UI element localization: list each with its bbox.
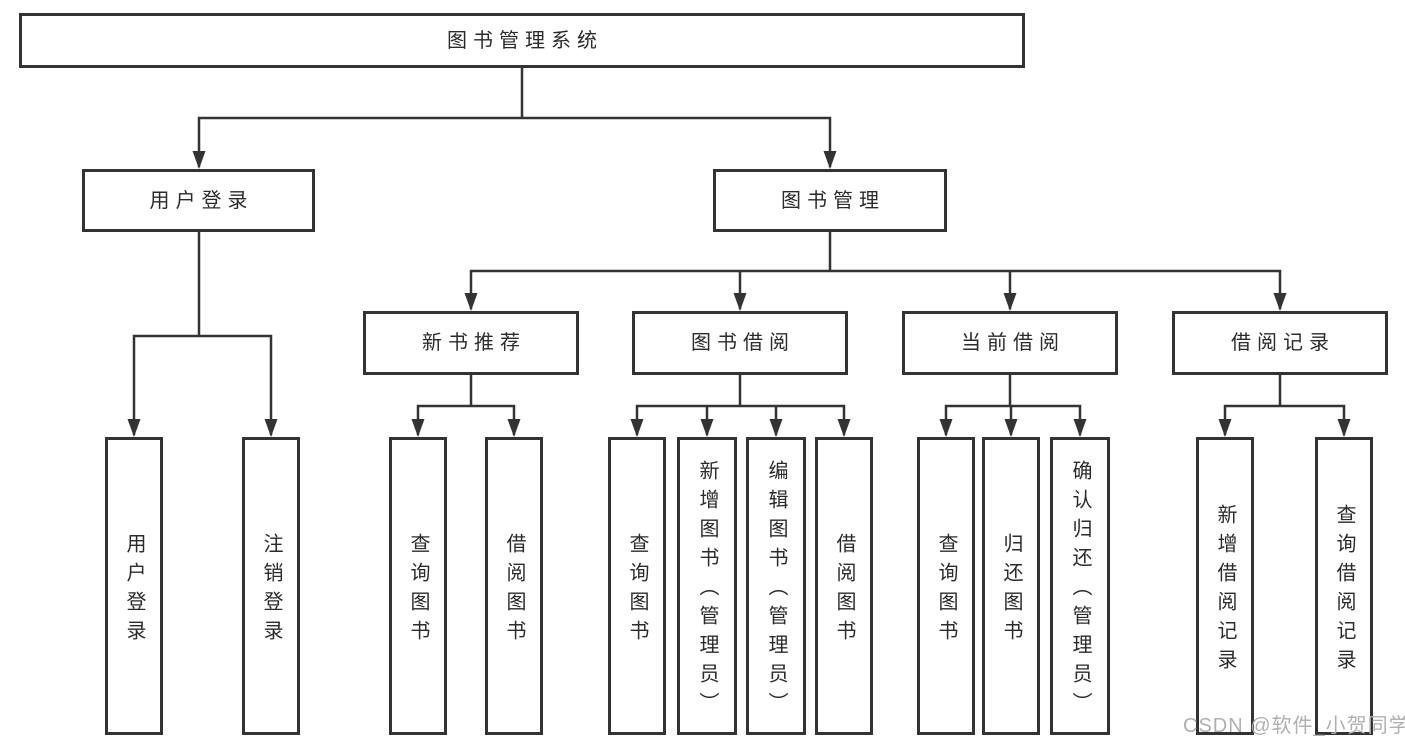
node-borrow-add-book: 新增图书（管理员） [677, 437, 737, 735]
node-borrow-query-book: 查询图书 [608, 437, 666, 735]
node-current-return-book: 归还图书 [982, 437, 1040, 735]
node-book-management: 图书管理 [713, 169, 947, 232]
connectors-new-book-recommend-children [411, 373, 521, 437]
arrow-down-icon [127, 419, 141, 437]
arrow-down-icon [192, 151, 206, 169]
node-records-add-record: 新增借阅记录 [1196, 437, 1254, 735]
node-borrow-records: 借阅记录 [1172, 311, 1388, 375]
arrow-down-icon [464, 293, 478, 311]
arrow-down-icon [630, 419, 644, 437]
connectors-root-to-level2 [192, 66, 837, 169]
node-borrow-borrow-book: 借阅图书 [815, 437, 873, 735]
connectors-borrow-records-children [1218, 373, 1351, 437]
arrow-down-icon [1218, 419, 1232, 437]
node-login: 用户登录 [105, 437, 163, 735]
arrow-down-icon [1003, 293, 1017, 311]
node-recommend-borrow-book: 借阅图书 [485, 437, 543, 735]
connectors-book-borrow-children [630, 373, 851, 437]
node-book-borrow: 图书借阅 [632, 311, 848, 375]
connectors-current-borrow-children [939, 373, 1087, 437]
arrow-down-icon [837, 419, 851, 437]
node-user-login: 用户登录 [82, 169, 315, 232]
arrow-down-icon [769, 419, 783, 437]
arrow-down-icon [823, 151, 837, 169]
arrow-down-icon [507, 419, 521, 437]
arrow-down-icon [1073, 419, 1087, 437]
watermark: CSDN @软件_小贺同学 [1183, 715, 1405, 737]
connectors-user-login-children [127, 230, 278, 437]
arrow-down-icon [1337, 419, 1351, 437]
arrow-down-icon [1273, 293, 1287, 311]
arrow-down-icon [700, 419, 714, 437]
node-recommend-query-book: 查询图书 [389, 437, 447, 735]
node-logout: 注销登录 [242, 437, 300, 735]
node-borrow-edit-book: 编辑图书（管理员） [746, 437, 806, 735]
node-current-query-book: 查询图书 [917, 437, 975, 735]
connectors-book-management-children [464, 230, 1287, 311]
node-system: 图书管理系统 [19, 13, 1025, 68]
arrow-down-icon [733, 293, 747, 311]
arrow-down-icon [1004, 419, 1018, 437]
arrow-down-icon [411, 419, 425, 437]
arrow-down-icon [264, 419, 278, 437]
node-new-book-recommend: 新书推荐 [363, 311, 579, 375]
arrow-down-icon [939, 419, 953, 437]
node-current-confirm-return: 确认归还（管理员） [1050, 437, 1110, 735]
node-records-query-record: 查询借阅记录 [1315, 437, 1373, 735]
node-current-borrow: 当前借阅 [902, 311, 1118, 375]
